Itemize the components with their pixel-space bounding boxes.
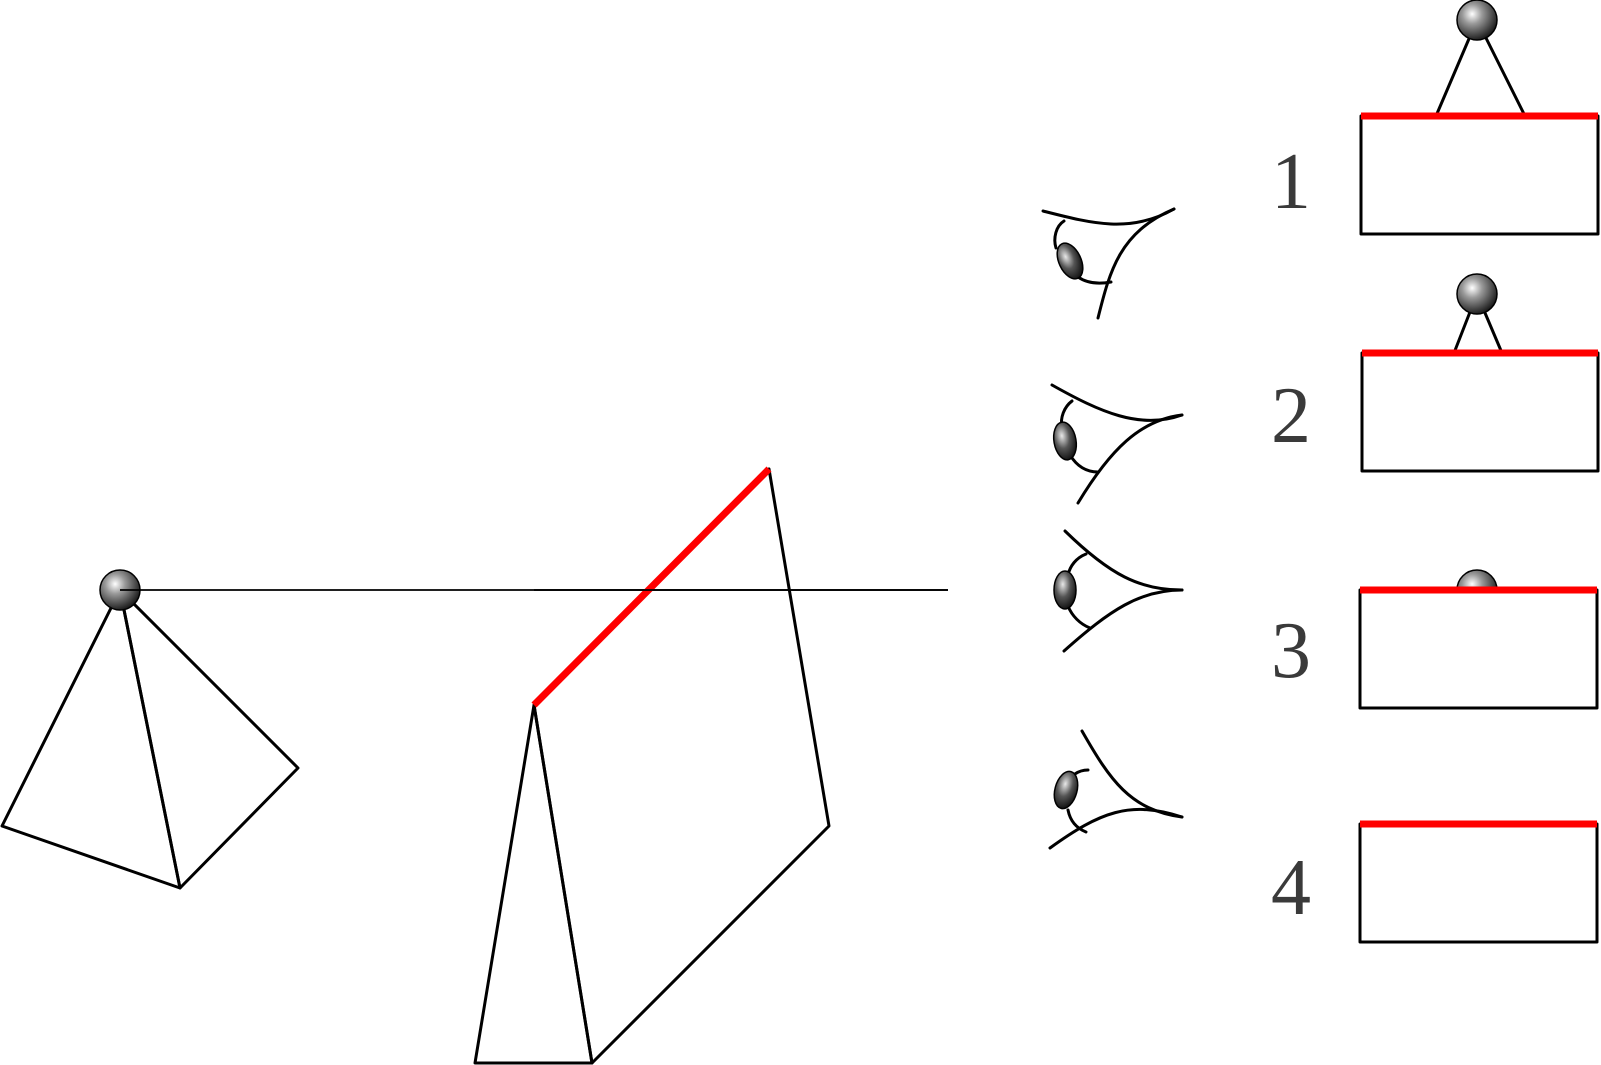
view-1-label: 1 [1271,138,1311,226]
pyramid [0,569,300,890]
view-1-wall [1359,114,1600,236]
eye-icon [1048,729,1184,850]
view-3: 3 [1271,569,1599,710]
eye-icon [1041,207,1176,320]
view-2-label: 2 [1271,372,1311,460]
view-4-wall [1358,822,1599,944]
view-3-label: 3 [1271,607,1311,695]
view-3-wall [1358,588,1599,710]
view-2-sphere-icon [1456,273,1498,315]
view-4-label: 4 [1271,844,1311,932]
pyramid-left-face [0,588,182,890]
prism-top-edge [531,466,772,708]
view-2: 2 [1271,273,1600,473]
view-1-sphere-icon [1456,0,1498,41]
eye-icon [1050,383,1184,505]
prism [473,466,831,1065]
prism-end-face [473,703,594,1065]
pyramid-right-face [118,588,300,890]
view-2-wall [1360,351,1600,473]
eye-icon [1053,529,1184,653]
view-4: 4 [1271,820,1599,944]
view-1: 1 [1271,0,1600,236]
